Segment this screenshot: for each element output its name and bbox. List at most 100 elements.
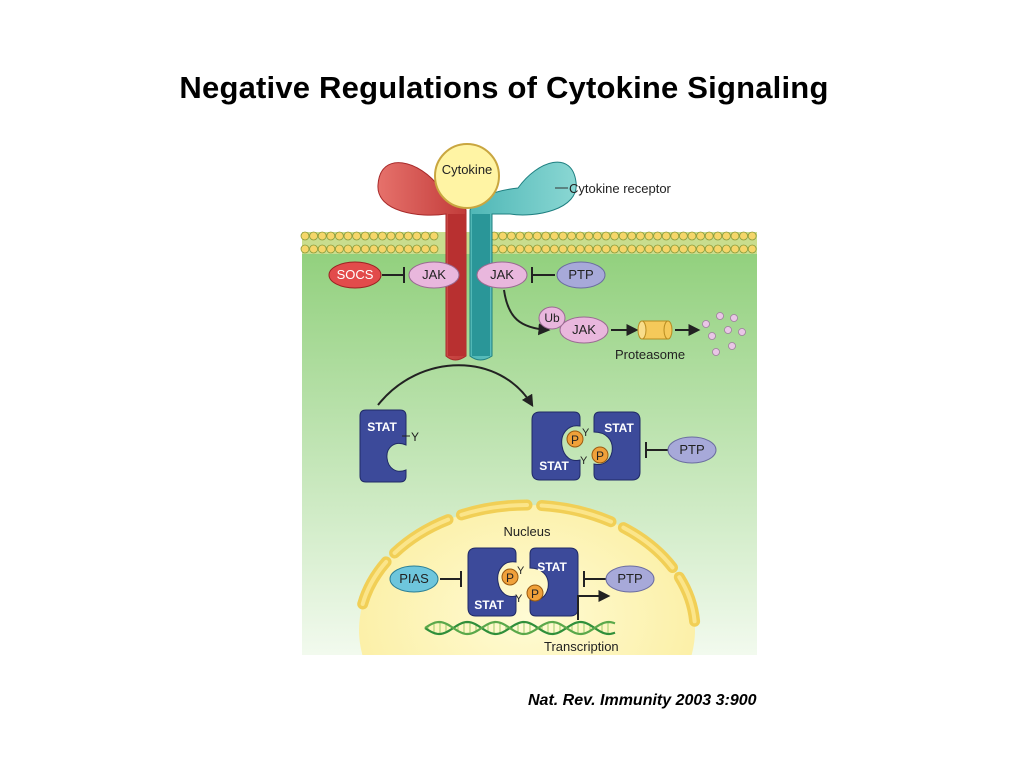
membrane-bead <box>610 244 619 254</box>
citation: Nat. Rev. Immunity 2003 3:900 <box>528 692 757 710</box>
membrane-bead <box>575 244 585 254</box>
membrane-bead <box>747 244 757 254</box>
membrane-bead <box>730 231 740 241</box>
membrane-bead <box>644 231 654 241</box>
membrane-bead <box>369 244 379 254</box>
membrane-bead <box>575 231 585 241</box>
socs-label: SOCS <box>337 267 374 282</box>
membrane-bead <box>593 231 602 241</box>
membrane-bead <box>429 231 439 241</box>
stat-dimer-bottom-label: STAT <box>539 459 569 473</box>
jak-right <box>476 261 528 289</box>
membrane-bead <box>696 244 705 254</box>
membrane-bead <box>309 231 319 241</box>
ptp-top <box>556 261 606 289</box>
membrane-bead <box>360 231 370 241</box>
membrane-bead <box>627 244 637 254</box>
membrane-bead <box>567 244 576 254</box>
membrane-bead <box>377 231 387 241</box>
jak-left-label: JAK <box>422 267 446 282</box>
membrane-bead <box>618 231 628 241</box>
peptide-fragment <box>728 342 736 350</box>
ub-label: Ub <box>544 311 560 325</box>
phosphate-nuc-2 <box>526 584 544 602</box>
phosphate-dimer-1 <box>566 430 584 448</box>
socs <box>328 261 382 289</box>
membrane-bead <box>747 231 757 241</box>
pias-label: PIAS <box>399 571 429 586</box>
membrane-bead <box>317 244 327 254</box>
page-title: Negative Regulations of Cytokine Signali… <box>0 70 1024 106</box>
citation-text: Nat. Rev. Immunity 2003 3:900 <box>528 692 757 709</box>
nuclear-envelope <box>357 499 701 627</box>
membrane-bead <box>498 244 508 254</box>
cytokine-receptor <box>377 161 577 361</box>
membrane-bead <box>601 244 611 254</box>
membrane-bead <box>309 244 319 254</box>
membrane-bead <box>300 244 310 254</box>
membrane-bead <box>360 244 370 254</box>
y-dimer-2-label: Y <box>580 455 588 467</box>
membrane-bead <box>679 244 688 254</box>
membrane-bead <box>636 244 645 254</box>
activation-arrow <box>377 364 534 408</box>
membrane-bead <box>627 231 637 241</box>
ptp-middle-label: PTP <box>679 442 704 457</box>
membrane-bead <box>636 231 645 241</box>
membrane-bead <box>601 231 611 241</box>
membrane-bead <box>653 244 662 254</box>
stat-dimer-top-label: STAT <box>604 421 634 435</box>
membrane-bead <box>730 244 740 254</box>
membrane-bead <box>343 231 353 241</box>
membrane-bead <box>550 244 559 254</box>
ptp-top-label: PTP <box>568 267 593 282</box>
membrane-bead <box>661 244 671 254</box>
membrane-bead <box>696 231 705 241</box>
membrane-bead <box>722 231 731 241</box>
membrane-bead <box>326 244 336 254</box>
membrane-bead <box>515 244 525 254</box>
jak-right-label: JAK <box>490 267 514 282</box>
membrane-bead <box>584 231 594 241</box>
membrane-bead <box>377 244 387 254</box>
membrane-bead <box>326 231 336 241</box>
cytokine-receptor-label: Cytokine receptor <box>569 181 672 196</box>
membrane-bead <box>515 231 525 241</box>
membrane-bead <box>420 231 430 241</box>
membrane-bead <box>739 244 748 254</box>
membrane-bead <box>412 244 422 254</box>
membrane-bead <box>687 244 697 254</box>
membrane-bead <box>395 244 405 254</box>
membrane-bead <box>550 231 559 241</box>
membrane-bead <box>403 244 413 254</box>
cytokine-label: Cytokine <box>442 162 493 177</box>
p-dimer-1-label: P <box>571 433 579 447</box>
membrane-bead <box>506 231 516 241</box>
jak-left <box>408 261 460 289</box>
membrane-bead <box>618 244 628 254</box>
proteasome-label: Proteasome <box>615 347 685 362</box>
membrane-bead <box>722 244 731 254</box>
pias <box>389 565 439 593</box>
peptide-fragment <box>712 348 720 356</box>
stat-monomer-label: STAT <box>367 420 397 434</box>
membrane-bead <box>653 231 662 241</box>
peptide-fragment <box>724 326 732 334</box>
membrane-bead <box>739 231 748 241</box>
membrane-bead <box>713 231 723 241</box>
jak-ub-label: JAK <box>572 322 596 337</box>
membrane-bead <box>593 244 602 254</box>
phosphate-dimer-2 <box>591 446 609 464</box>
ptp-nuclear <box>605 565 655 593</box>
ubiquitin <box>538 306 566 330</box>
membrane-bead <box>532 244 542 254</box>
jak-degradation-arrow <box>503 289 551 336</box>
y-monomer-label: Y <box>411 430 419 444</box>
membrane-bead <box>334 231 344 241</box>
p-nuc-2-label: P <box>531 587 539 601</box>
membrane-bead <box>679 231 688 241</box>
proteasome <box>637 320 673 340</box>
membrane-bead <box>687 231 697 241</box>
jak-ubiquitinated <box>559 316 609 344</box>
